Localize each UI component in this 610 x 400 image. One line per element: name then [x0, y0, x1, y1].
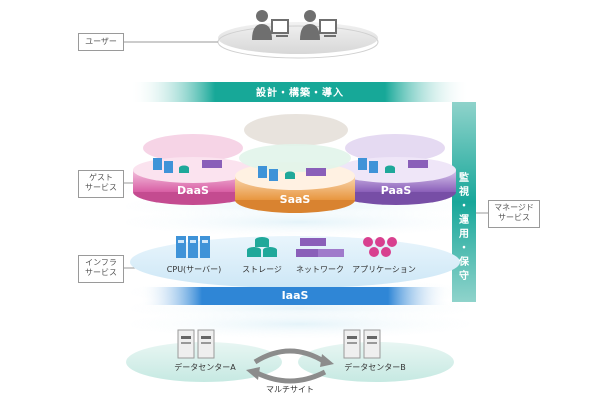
datacenter-a-label: データセンターA: [174, 363, 236, 372]
managed-service-label: マネージド サービス: [488, 200, 540, 228]
application-label: アプリケーション: [352, 265, 416, 274]
daas-icons: [153, 158, 222, 173]
saas-upper-disc: [239, 144, 351, 172]
arrow-head-icon: [246, 367, 260, 380]
cpu-server-icon: [176, 236, 210, 258]
datacenter-b-server-icon: [343, 329, 381, 359]
guest-service-label: ゲスト サービス: [78, 170, 124, 198]
multisite-arrows: [253, 348, 327, 384]
datacenter-b-disc: [298, 342, 454, 382]
infra-service-label: インフラ サービス: [78, 255, 124, 283]
monitor-banner-text: 監 視 ・ 運 用 ・ 保 守: [459, 173, 469, 282]
multisite-label: マルチサイト: [266, 385, 314, 394]
network-icon: [296, 238, 344, 257]
paas-back-disc: [345, 134, 445, 162]
user-table: [217, 10, 379, 59]
saas-label: SaaS: [279, 193, 311, 206]
arrow-head-icon: [320, 354, 334, 367]
user-person-icon: [252, 10, 289, 40]
monitor-banner-bar: [452, 102, 476, 302]
storage-icon: [247, 237, 277, 257]
user-label: ユーザー: [78, 33, 124, 51]
user-person-icon: [300, 10, 337, 40]
design-banner-text: 設計・構築・導入: [256, 88, 344, 99]
datacenter-b-label: データセンターB: [344, 363, 406, 372]
paas-icons: [358, 158, 428, 173]
network-label: ネットワーク: [296, 265, 344, 274]
saas-icons: [258, 166, 326, 181]
daas-disc: [133, 157, 253, 205]
paas-label: PaaS: [380, 184, 412, 197]
design-banner-bar: [130, 82, 470, 102]
cpu-server-label: CPU(サーバー): [166, 265, 222, 274]
datacenter-a-disc: [126, 342, 282, 382]
daas-label: DaaS: [177, 184, 209, 197]
application-icon: [363, 237, 397, 257]
daas-back-disc: [143, 134, 243, 162]
storage-label: ストレージ: [242, 265, 282, 274]
saas-back-disc: [244, 114, 348, 146]
iaas-label: IaaS: [281, 289, 309, 302]
datacenter-a-server-icon: [177, 329, 215, 359]
